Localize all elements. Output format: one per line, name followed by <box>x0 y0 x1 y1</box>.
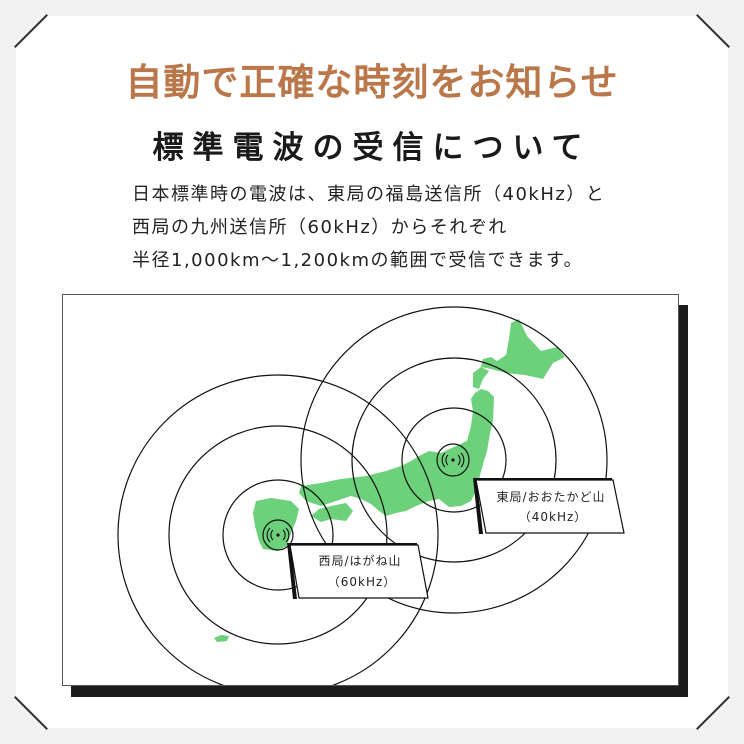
west-station-broadcast-icon <box>262 519 294 551</box>
page-title: 自動で正確な時刻をお知らせ <box>125 61 619 104</box>
east-station-label: 東局/おおたかど山 （40kHz） <box>473 478 625 534</box>
japan-map: 西局/はがね山 （60kHz） 東局/おおたかど山 （40kHz） <box>117 306 625 685</box>
west-ring-middle <box>168 425 388 645</box>
west-station-name: 西局/はがね山 <box>318 553 401 568</box>
reception-rings <box>117 306 608 685</box>
east-ring-outer <box>300 306 608 614</box>
description-line: 西局の九州送信所（60kHz）からそれぞれ <box>132 217 508 238</box>
east-station-broadcast-icon <box>436 443 470 477</box>
description-line: 半径1,000km～1,200kmの範囲で受信できます。 <box>132 250 584 271</box>
east-ring-middle <box>351 357 557 563</box>
west-station-label: 西局/はがね山 （60kHz） <box>287 543 429 599</box>
east-station-frequency: （40kHz） <box>519 510 588 524</box>
west-ring-outer <box>117 374 439 685</box>
map-box: 西局/はがね山 （60kHz） 東局/おおたかど山 （40kHz） <box>62 294 679 686</box>
east-ring-inner <box>401 407 507 513</box>
description-line: 日本標準時の電波は、東局の福島送信所（40kHz）と <box>132 184 606 205</box>
west-station-frequency: （60kHz） <box>328 575 397 589</box>
east-station-name: 東局/おおたかど山 <box>496 490 605 504</box>
west-ring-inner <box>222 479 334 591</box>
japan-landmass <box>214 319 565 642</box>
description: 日本標準時の電波は、東局の福島送信所（40kHz）と 西局の九州送信所（60kH… <box>132 178 605 277</box>
page-subtitle: 標準電波の受信について <box>152 130 592 166</box>
